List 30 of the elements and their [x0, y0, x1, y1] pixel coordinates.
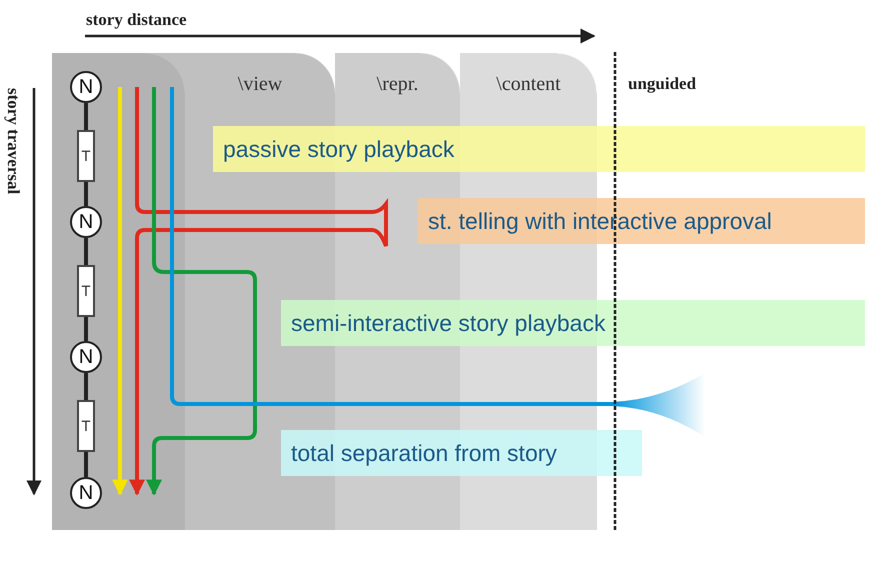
node-letter: T [81, 148, 91, 164]
transition-box [77, 130, 95, 182]
transition-box [77, 265, 95, 317]
mode-label: total separation from story [291, 440, 557, 466]
mode-label: st. telling with interactive approval [428, 208, 772, 234]
mode-label-box [281, 300, 865, 346]
node-letter: T [81, 418, 91, 434]
transition-box [77, 400, 95, 452]
mode-label-box [213, 126, 865, 172]
node-letter: N [78, 346, 94, 368]
connector-line [84, 452, 88, 477]
node-letter: N [78, 76, 94, 98]
axis-label: story traversal [3, 88, 23, 194]
connector-line [84, 238, 88, 265]
band-label: \repr. [376, 73, 418, 95]
mode-label-box [281, 430, 642, 476]
connector-line [84, 182, 88, 206]
mode-label: passive story playback [223, 136, 454, 162]
node-letter: N [78, 210, 94, 234]
node-letter: N [78, 482, 94, 504]
mode-label-box [418, 198, 865, 244]
band-label: \view [238, 73, 282, 95]
connector-line [84, 373, 88, 400]
connector-line [84, 317, 88, 341]
mode-label: semi-interactive story playback [291, 310, 606, 336]
band-label: \content [496, 73, 561, 95]
node-letter: T [81, 282, 91, 300]
axis-label: story distance [86, 10, 187, 30]
connector-line [84, 103, 88, 130]
axis-label: unguided [628, 74, 696, 94]
